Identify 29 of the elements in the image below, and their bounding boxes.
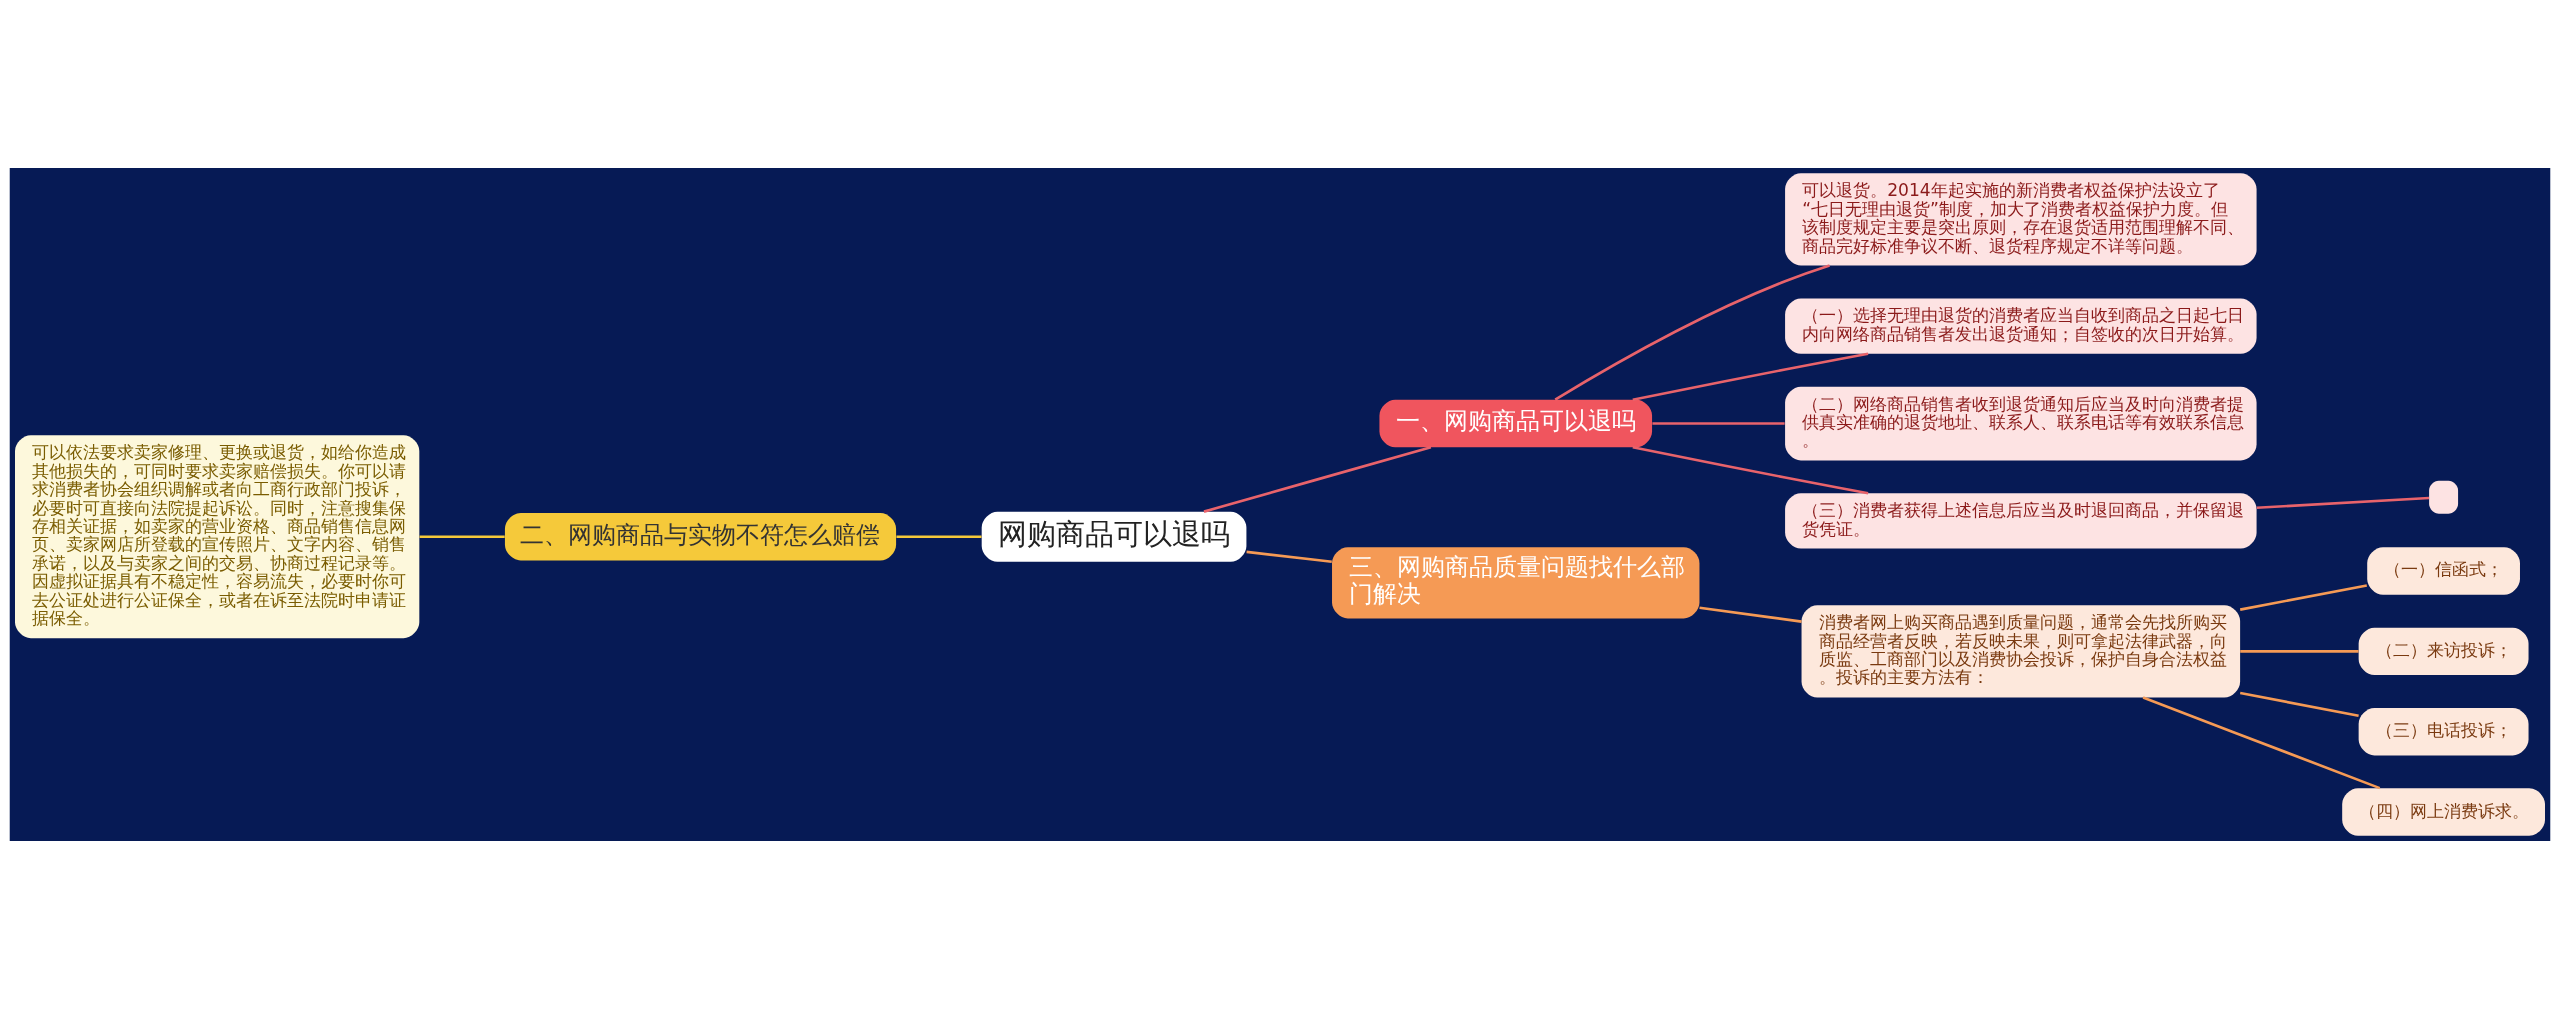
connector — [1554, 264, 1830, 401]
connector — [896, 535, 982, 539]
connector — [2142, 696, 2381, 790]
connector — [1632, 445, 1869, 495]
node-box: 可以依法要求卖家修理、更换或退货，如给你造成其他损失的，可同时要求卖家赔偿损失。你可以请求消费者协会组织调解或者向工商行政部门投诉，必要时可直接向法院提起诉讼。同时，注意搜集保存相关证据，如卖家的营业资格、商品销售信息网页、卖家网店所登载的宣传照片、文字内容、销售承诺，以及与卖家之间的交易、协商过程记录等。因虚拟证据具有不稳定性，容易流失，必要时你可去公证处进行公证保全，或者在诉至法院时申请证据保全。 — [15, 435, 420, 639]
connector — [1699, 606, 1802, 623]
node-box: （三）电话投诉； — [2358, 708, 2529, 756]
node-box: （二）网络商品销售者收到退货通知后应当及时向消费者提供真实准确的退货地址、联系人、联系电话等有效联系信息。 — [1785, 386, 2257, 461]
node-box: 可以退货。2014年起实施的新消费者权益保护法设立了“七日无理由退货”制度，加大了消费者权益保护力度。但该制度规定主要是突出原则，存在退货适用范围理解不同、商品完好标准争议不断、退货程序规定不详等问题。 — [1785, 173, 2257, 266]
connector — [1652, 422, 1785, 425]
node-box: （三）消费者获得上述信息后应当及时退回商品，并保留退货凭证。 — [1785, 493, 2257, 549]
connector — [1246, 550, 1332, 564]
node-box: （二）来访投诉； — [2358, 627, 2529, 676]
node-box: 三、网购商品质量问题找什么部门解决 — [1332, 547, 1700, 619]
node-box: （一）信函式； — [2367, 547, 2520, 595]
node-box: （四）网上消费诉求。 — [2342, 788, 2545, 836]
connector — [2256, 496, 2430, 510]
connector — [2239, 691, 2359, 717]
node-box: 消费者网上购买商品遇到质量问题，通常会先找所购买商品经营者反映，若反映未果，则可拿起法律武器，向质监、工商部门以及消费协会投诉，保护自身合法权益。投诉的主要方法有： — [1801, 605, 2241, 698]
node-box: 网购商品可以退吗 — [981, 511, 1247, 562]
node-box — [2429, 480, 2459, 514]
connector — [2240, 650, 2359, 653]
node-box: 二、网购商品与实物不符怎么赔偿 — [504, 513, 897, 561]
connector — [1632, 352, 1869, 402]
connector — [1203, 445, 1432, 513]
connector — [419, 535, 505, 539]
connector — [2239, 584, 2368, 611]
node-box: （一）选择无理由退货的消费者应当自收到商品之日起七日内向网络商品销售者发出退货通知；自签收的次日开始算。 — [1785, 298, 2257, 354]
node-box: 一、网购商品可以退吗 — [1379, 399, 1653, 448]
